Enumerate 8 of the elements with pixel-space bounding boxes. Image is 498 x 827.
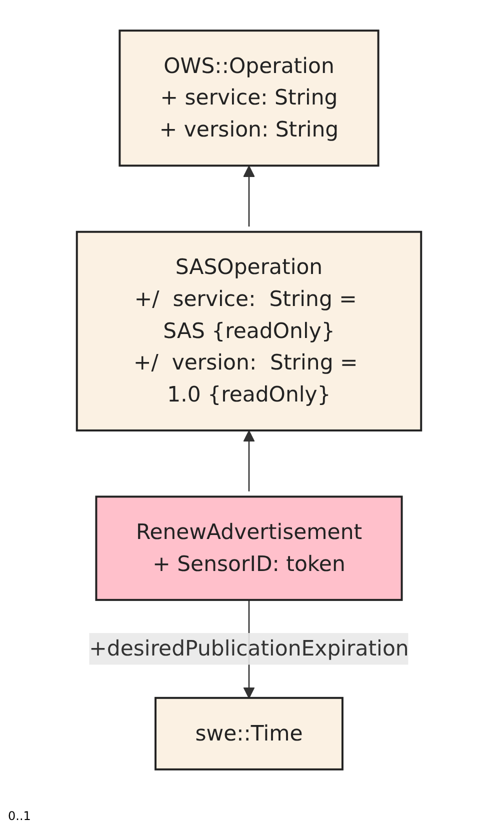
edge-label: +desiredPublicationExpiration xyxy=(89,636,409,661)
node-box: RenewAdvertisement + SensorID: token xyxy=(95,496,403,601)
node-box: swe::Time xyxy=(154,696,344,770)
node-box: SASOperation +/ service: String = SAS {readOnly} +/ version: String = 1.0 {readOnly} xyxy=(76,230,422,432)
node-box: OWS::Operation + service: String + version: String xyxy=(118,30,380,167)
arrow xyxy=(243,430,255,492)
multiplicity-label: 0..1 xyxy=(8,809,31,823)
arrow xyxy=(243,166,255,227)
